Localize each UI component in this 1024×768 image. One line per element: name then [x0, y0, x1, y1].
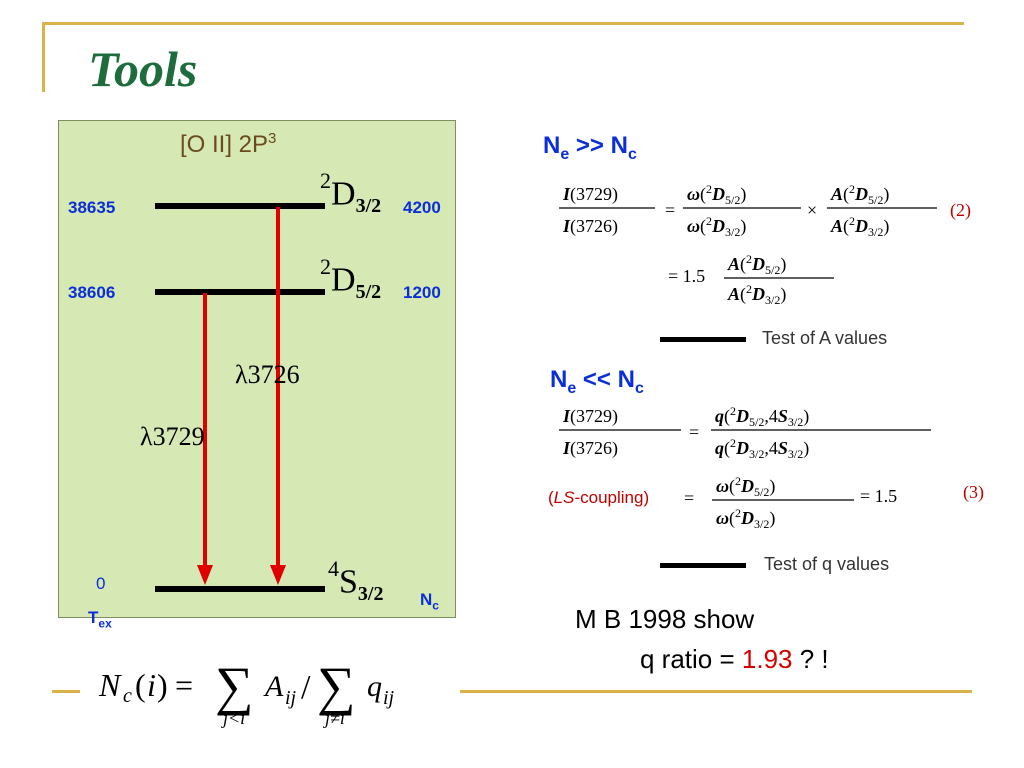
energy-label-2: 38606: [68, 283, 116, 302]
low-density-header: Ne << Nc: [550, 366, 644, 397]
high-density-header: Ne >> Nc: [543, 132, 637, 163]
svg-text:∑: ∑: [317, 656, 356, 716]
svg-text:I(3726): I(3726): [562, 216, 618, 237]
svg-text:(: (: [135, 667, 146, 703]
energy-label-ground: 0: [96, 574, 106, 593]
label-3726: λ3726: [235, 360, 300, 389]
svg-text:I(3726): I(3726): [562, 438, 618, 459]
svg-text:): ): [157, 667, 168, 703]
svg-text:/: /: [301, 669, 311, 706]
panel-heading: [O II] 2P3: [180, 130, 277, 158]
ls-coupling-label: (LS-coupling): [548, 488, 650, 507]
svg-text:A(2D5/2): A(2D5/2): [727, 252, 786, 277]
critical-density-formula: N c ( i ) = ∑ j<i A ij / ∑ j≠i q ij: [98, 656, 395, 728]
level-line-2d52: [155, 289, 325, 295]
label-3729: λ3729: [140, 422, 205, 451]
svg-text:j≠i: j≠i: [323, 708, 345, 728]
svg-text:A(2D3/2): A(2D3/2): [830, 214, 889, 239]
svg-text:ω(2D3/2): ω(2D3/2): [687, 214, 746, 239]
equation-number-3: (3): [963, 482, 984, 502]
term-2d52: 2D5/2: [320, 254, 382, 304]
ratio-factor: = 1.5: [668, 266, 706, 286]
svg-text:×: ×: [807, 200, 817, 220]
svg-text:I(3729): I(3729): [562, 184, 618, 205]
svg-text:ω(2D3/2): ω(2D3/2): [716, 506, 775, 531]
svg-text:q: q: [367, 670, 382, 703]
svg-text:q(2D5/2,4S3/2): q(2D5/2,4S3/2): [715, 404, 809, 429]
critical-density-1: 4200: [403, 198, 441, 217]
term-2d32: 2D3/2: [320, 168, 382, 218]
svg-text:A: A: [263, 670, 284, 703]
svg-text:ω(2D5/2): ω(2D5/2): [687, 182, 746, 207]
a-ratio-fraction: A(2D5/2) A(2D3/2): [724, 252, 834, 307]
svg-text:=: =: [689, 422, 699, 442]
svg-text:=: =: [684, 488, 694, 508]
omega-ratio-fraction: = ω(2D5/2) ω(2D3/2): [684, 474, 854, 531]
note-line-1: M B 1998 show: [575, 604, 755, 634]
tex-label: Tex: [88, 608, 112, 631]
svg-text:=: =: [175, 667, 193, 703]
svg-text:i: i: [147, 667, 156, 703]
svg-text:ij: ij: [285, 687, 297, 709]
legend-line-q: [660, 563, 746, 568]
legend-test-a: Test of A values: [762, 328, 888, 348]
level-line-4s32: [155, 586, 325, 592]
svg-text:N: N: [98, 667, 122, 703]
critical-density-2: 1200: [403, 283, 441, 302]
svg-text:c: c: [123, 685, 132, 707]
equation-q-ratio: I(3729) I(3726) = q(2D5/2,4S3/2) q(2D3/2…: [559, 404, 931, 461]
frame-line-left: [42, 22, 45, 92]
note-line-2: q ratio = 1.93 ? !: [640, 644, 829, 674]
svg-text:A(2D5/2): A(2D5/2): [830, 182, 889, 207]
svg-text:ij: ij: [383, 687, 395, 709]
frame-line-top: [42, 22, 964, 25]
frame-line-bottom-right: [460, 690, 972, 693]
term-4s32: 4S3/2: [328, 556, 384, 606]
frame-line-bottom-left: [52, 690, 80, 693]
ls-ratio-result: = 1.5: [860, 486, 898, 506]
transition-arrows: [197, 207, 286, 585]
equation-2: I(3729) I(3726) = ω(2D5/2) ω(2D3/2) × A(…: [559, 182, 937, 239]
equation-number-2: (2): [950, 200, 971, 220]
nc-label: Nc: [420, 590, 439, 613]
svg-text:∑: ∑: [215, 656, 254, 716]
legend-test-q: Test of q values: [764, 554, 890, 574]
svg-text:q(2D3/2,4S3/2): q(2D3/2,4S3/2): [715, 436, 809, 461]
svg-text:=: =: [665, 200, 675, 220]
level-line-2d32: [155, 203, 325, 209]
slide-title: Tools: [88, 41, 198, 97]
svg-text:I(3729): I(3729): [562, 406, 618, 427]
legend-line-a: [660, 337, 746, 342]
svg-text:ω(2D5/2): ω(2D5/2): [716, 474, 775, 499]
energy-label-1: 38635: [68, 198, 116, 217]
svg-text:A(2D3/2): A(2D3/2): [727, 282, 786, 307]
svg-text:j<i: j<i: [221, 708, 245, 728]
